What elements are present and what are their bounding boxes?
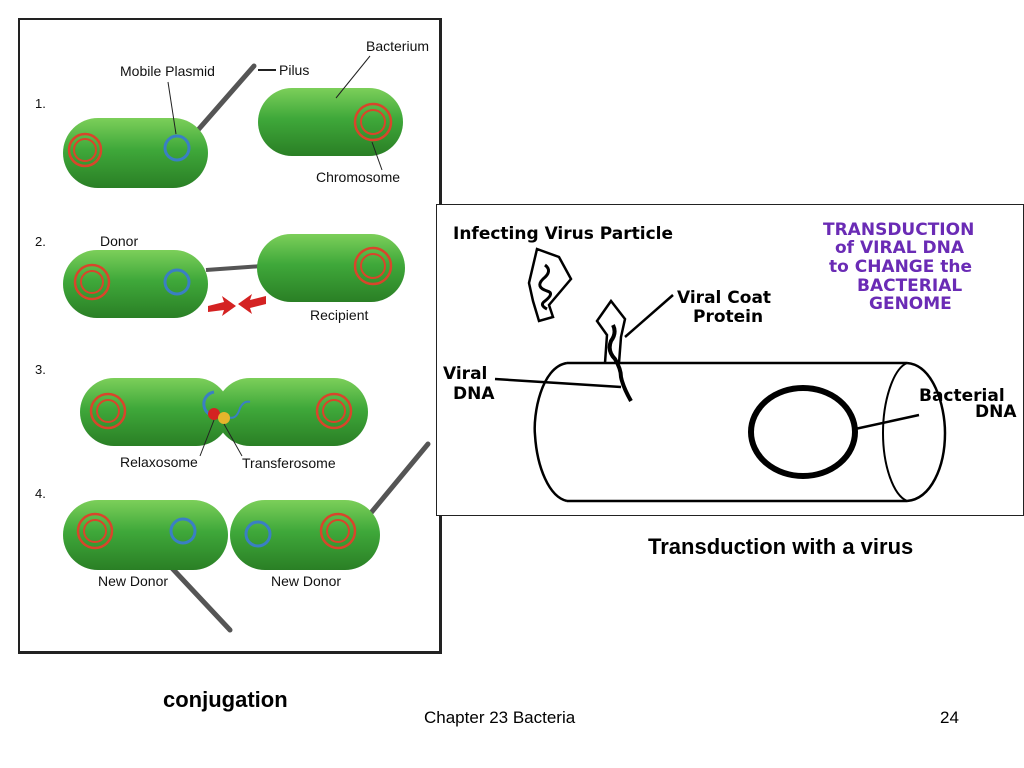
leader-line bbox=[335, 55, 371, 99]
step-1-group: Mobile Plasmid Pilus Bacterium Chromosom… bbox=[63, 38, 429, 188]
virus-dna-coil bbox=[538, 263, 552, 311]
label-new-donor-left: New Donor bbox=[98, 573, 168, 589]
leader-line bbox=[199, 419, 215, 457]
leader-line bbox=[167, 81, 177, 135]
leader-line bbox=[854, 413, 920, 431]
step-number-3: 3. bbox=[35, 362, 46, 377]
step-number-1: 1. bbox=[35, 96, 46, 111]
viral-dna-injection bbox=[607, 324, 633, 402]
chromosome-ring-inner bbox=[80, 270, 104, 294]
chromosome-ring-inner bbox=[326, 519, 350, 543]
plasmid-ring bbox=[163, 268, 191, 296]
label-viral-coat-1: Viral Coat bbox=[677, 288, 771, 308]
label-mobile-plasmid: Mobile Plasmid bbox=[120, 63, 215, 79]
label-pilus: Pilus bbox=[279, 62, 309, 78]
transduction-caption: Transduction with a virus bbox=[648, 534, 914, 559]
label-bacterial-dna-1: Bacterial bbox=[919, 386, 1005, 406]
label-viral-dna-2: DNA bbox=[453, 384, 495, 404]
arrow-icon bbox=[238, 294, 266, 314]
chromosome-ring-inner bbox=[96, 399, 120, 423]
conjugation-caption: conjugation bbox=[163, 687, 288, 712]
plasmid-strand bbox=[225, 400, 251, 419]
label-infecting-virus: Infecting Virus Particle bbox=[453, 224, 673, 244]
recipient-cell bbox=[257, 234, 405, 302]
label-bacterial-dna-2: DNA bbox=[975, 402, 1017, 422]
new-donor-cell bbox=[230, 500, 380, 570]
pilus-line bbox=[205, 264, 263, 272]
chromosome-ring-inner bbox=[73, 138, 97, 162]
chromosome-ring bbox=[73, 263, 111, 301]
label-transferosome: Transferosome bbox=[242, 455, 336, 471]
label-chromosome: Chromosome bbox=[316, 169, 400, 185]
bacterium-cell bbox=[258, 88, 403, 156]
chromosome-ring bbox=[315, 392, 353, 430]
new-donor-cell bbox=[63, 500, 228, 570]
transduction-title-line-3: to CHANGE the bbox=[829, 257, 972, 277]
donor-cell bbox=[63, 118, 208, 188]
chromosome-ring-inner bbox=[360, 109, 386, 135]
label-bacterium: Bacterium bbox=[366, 38, 429, 54]
transduction-title-line-4: BACTERIAL bbox=[857, 276, 962, 296]
bacterium-body-outline bbox=[567, 361, 907, 503]
leader-line bbox=[223, 423, 243, 457]
chromosome-ring bbox=[89, 392, 127, 430]
donor-cell bbox=[80, 378, 230, 446]
plasmid-ring bbox=[163, 134, 191, 162]
arrow-icon bbox=[208, 296, 236, 316]
conjugation-diagram-art: 1. 2. 3. 4. Mobile Plasmid Pilus Bacteri… bbox=[35, 38, 431, 633]
transferosome-dot bbox=[218, 412, 230, 424]
chromosome-ring bbox=[353, 102, 393, 142]
step-number-2: 2. bbox=[35, 234, 46, 249]
transduction-title-line-1: TRANSDUCTION bbox=[823, 220, 974, 240]
transduction-diagram: Infecting Virus Particle Viral Coat Prot… bbox=[436, 204, 1024, 516]
chromosome-ring-inner bbox=[83, 519, 107, 543]
bacterial-dna-ring bbox=[748, 385, 858, 479]
leader-line bbox=[371, 141, 383, 171]
chromosome-ring-inner bbox=[322, 399, 346, 423]
label-relaxosome: Relaxosome bbox=[120, 454, 198, 470]
transduction-title-line-2: of VIRAL DNA bbox=[835, 238, 965, 258]
footer-chapter-title: Chapter 23 Bacteria bbox=[424, 708, 576, 727]
chromosome-ring bbox=[67, 132, 103, 168]
step-4-group: New Donor New Donor bbox=[63, 441, 431, 633]
donor-cell bbox=[63, 250, 208, 318]
step-number-4: 4. bbox=[35, 486, 46, 501]
plasmid-ring bbox=[169, 517, 197, 545]
leader-line bbox=[624, 294, 674, 338]
transduction-title-line-5: GENOME bbox=[869, 294, 952, 314]
pilus-line bbox=[195, 63, 257, 133]
chromosome-ring bbox=[353, 246, 393, 286]
bacterium-right-end bbox=[906, 361, 947, 503]
step-3-group: Relaxosome Transferosome bbox=[80, 378, 368, 471]
bacterium-end-rim bbox=[881, 362, 908, 502]
chromosome-ring bbox=[319, 512, 357, 550]
label-recipient: Recipient bbox=[310, 307, 368, 323]
bacterium-left-end bbox=[533, 361, 568, 503]
virus-particle-shape bbox=[527, 247, 573, 323]
plasmid-ring bbox=[244, 520, 272, 548]
page-number: 24 bbox=[940, 708, 959, 727]
pilus-line bbox=[367, 441, 431, 517]
chromosome-ring bbox=[76, 512, 114, 550]
leader-line bbox=[494, 377, 622, 389]
transduction-diagram-art: Infecting Virus Particle Viral Coat Prot… bbox=[443, 220, 1017, 503]
relaxosome-dot bbox=[208, 408, 220, 420]
label-viral-coat-2: Protein bbox=[693, 307, 763, 327]
viral-coat-shape bbox=[595, 298, 627, 364]
step-2-group: Donor Recipient bbox=[63, 233, 405, 323]
conjugation-diagram: 1. 2. 3. 4. Mobile Plasmid Pilus Bacteri… bbox=[18, 18, 442, 654]
label-viral-dna-1: Viral bbox=[443, 364, 487, 384]
label-new-donor-right: New Donor bbox=[271, 573, 341, 589]
label-donor: Donor bbox=[100, 233, 138, 249]
chromosome-ring-inner bbox=[360, 253, 386, 279]
pilus-line bbox=[167, 563, 233, 633]
